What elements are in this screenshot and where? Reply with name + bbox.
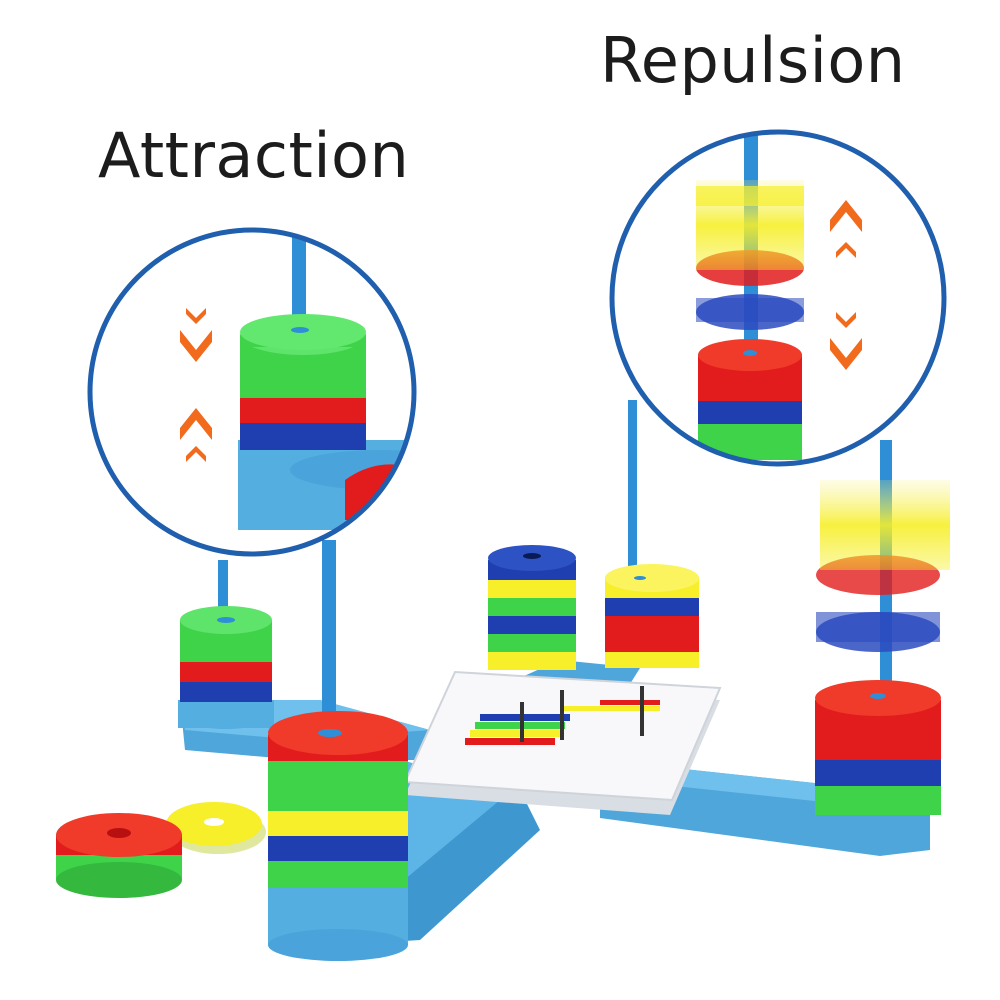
magnet-stack-right [815,480,950,815]
card-pattern [465,686,660,745]
magnet-stack-center-right [605,564,699,668]
magnet-stack-front [268,711,408,961]
magnet-stack-left-back [178,606,274,729]
pattern-card-deck [403,670,722,815]
repulsion-magnifier [609,129,947,467]
magnet-stack-center-back [488,545,576,670]
repulsion-label: Repulsion [600,24,906,97]
attraction-label: Attraction [98,119,410,192]
arrows-pointing-outward-icon [830,200,862,370]
attraction-magnifier [87,227,417,557]
arrows-pointing-inward-icon [180,308,212,462]
loose-magnets [56,802,266,898]
